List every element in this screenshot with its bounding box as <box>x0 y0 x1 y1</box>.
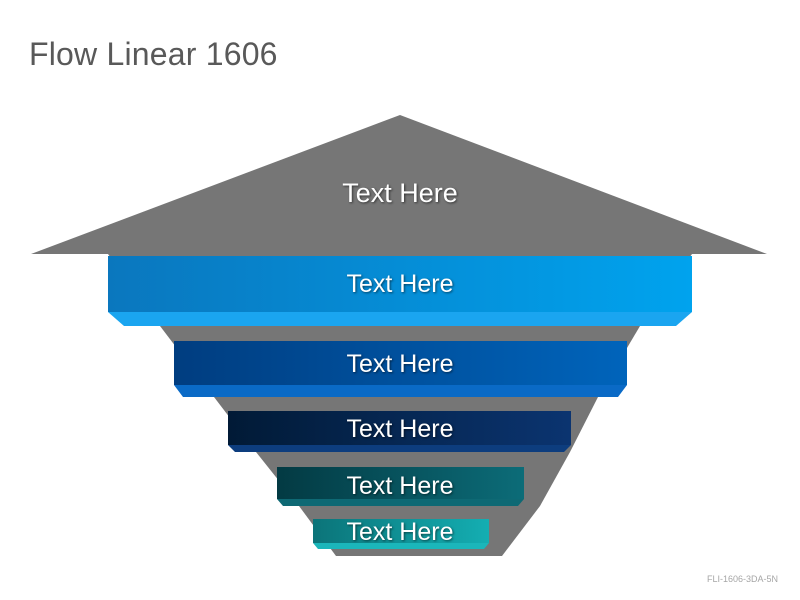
arrowhead-triangle <box>31 115 767 254</box>
flow-step-4 <box>277 467 524 506</box>
slide-code: FLI-1606-3DA-5N <box>706 574 778 584</box>
flow-step-2 <box>174 341 627 397</box>
flow-step-1-label: Text Here <box>346 270 454 298</box>
flow-step-3-label: Text Here <box>346 415 454 443</box>
slide-title: Flow Linear 1606 <box>29 36 278 72</box>
flow-step-1 <box>108 256 692 326</box>
flow-step-2-label: Text Here <box>346 350 454 378</box>
flow-step-5 <box>313 519 489 549</box>
flow-step-4-label: Text Here <box>346 472 454 500</box>
flow-step-3 <box>228 411 571 452</box>
arrowhead-label: Text Here <box>342 178 458 208</box>
flow-step-5-label: Text Here <box>346 518 454 546</box>
